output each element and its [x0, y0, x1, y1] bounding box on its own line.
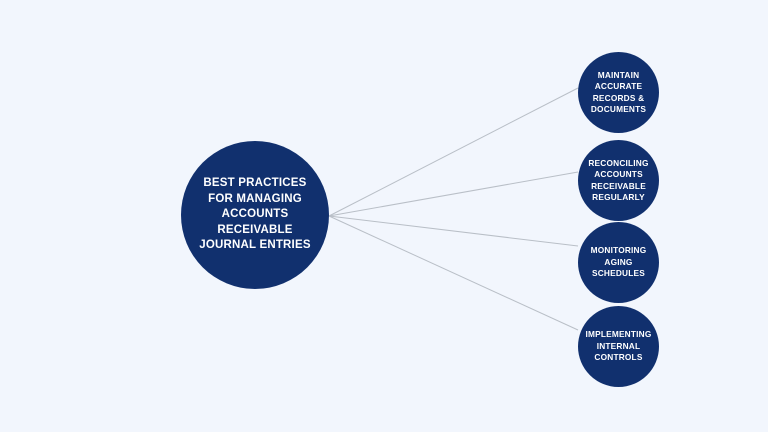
branch-node-label: MAINTAIN ACCURATE RECORDS & DOCUMENTS — [590, 69, 647, 114]
branch-node-label: RECONCILING ACCOUNTS RECEIVABLE REGULARL… — [588, 157, 649, 202]
branch-node-maintain-accurate-records[interactable]: MAINTAIN ACCURATE RECORDS & DOCUMENTS — [578, 52, 659, 133]
branch-node-label: MONITORING AGING SCHEDULES — [590, 245, 647, 279]
connector-line-1 — [328, 171, 579, 217]
branch-node-reconciling-accounts-receivable[interactable]: RECONCILING ACCOUNTS RECEIVABLE REGULARL… — [578, 140, 659, 221]
branch-node-label: IMPLEMENTING INTERNAL CONTROLS — [585, 329, 652, 363]
central-node[interactable]: BEST PRACTICES FOR MANAGING ACCOUNTS REC… — [181, 141, 329, 289]
branch-node-monitoring-aging-schedules[interactable]: MONITORING AGING SCHEDULES — [578, 222, 659, 303]
connector-line-3 — [328, 215, 579, 331]
branch-node-implementing-internal-controls[interactable]: IMPLEMENTING INTERNAL CONTROLS — [578, 306, 659, 387]
connector-line-0 — [328, 87, 579, 217]
connector-line-2 — [328, 215, 579, 247]
central-node-label: BEST PRACTICES FOR MANAGING ACCOUNTS REC… — [199, 177, 311, 252]
